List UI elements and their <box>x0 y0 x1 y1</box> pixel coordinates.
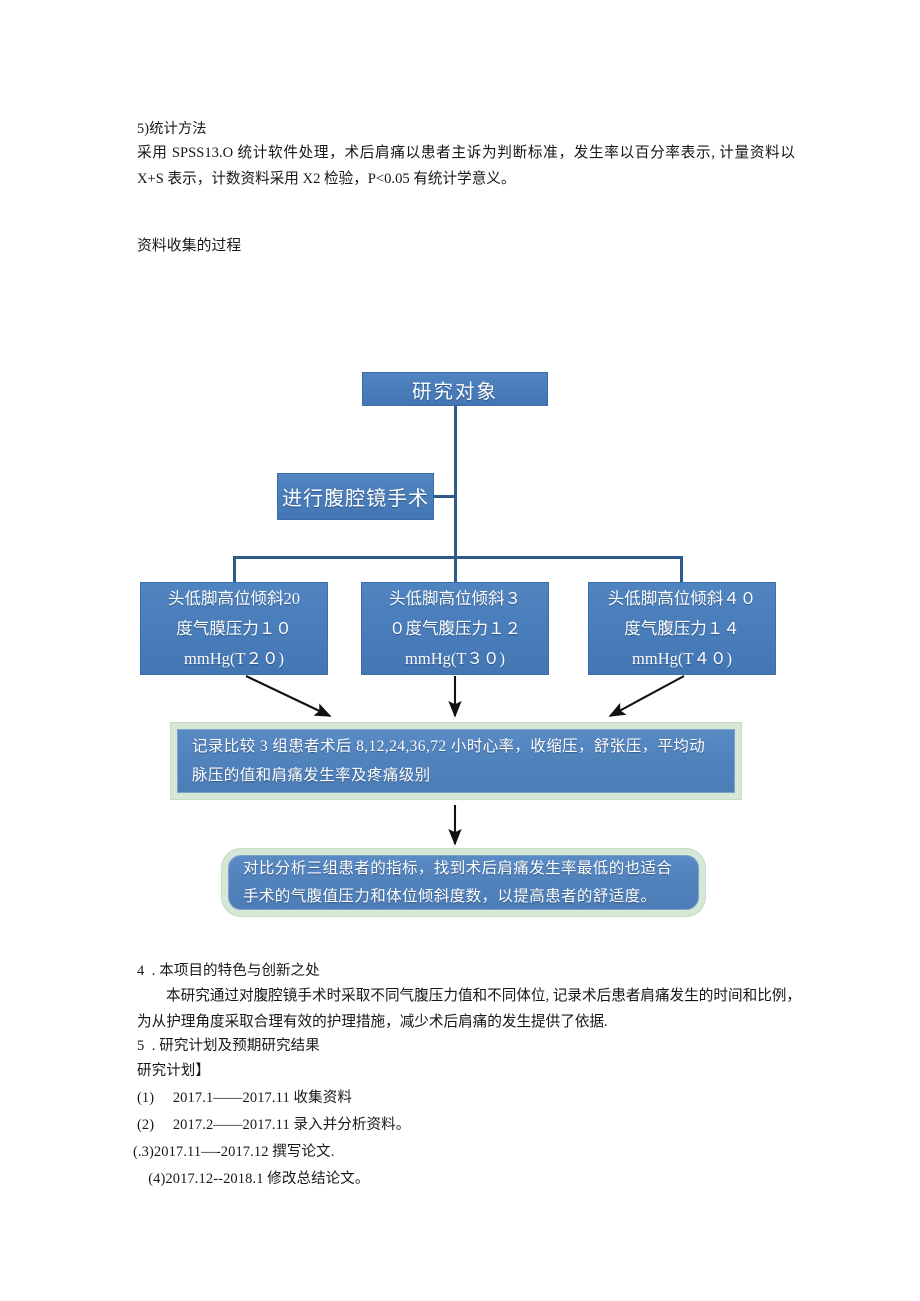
plan-item-4: (4)2017.12--2018.1 修改总结论文。 <box>137 1171 370 1187</box>
section4-heading: 4 . 本项目的特色与创新之处 <box>137 963 320 979</box>
flow-node-group-t20-line3: mmHg(T２０) <box>184 648 284 668</box>
plan-item-3: (.3)2017.11—-2017.12 撰写论文. <box>133 1144 335 1160</box>
flow-node-group-t20-text: 头低脚高位倾斜20 度气膜压力１０ mmHg(T２０) <box>168 584 300 674</box>
flow-node-conclusion[interactable]: 对比分析三组患者的指标，找到术后肩痛发生率最低的也适合手术的气腹值压力和体位倾斜… <box>228 855 699 910</box>
connector-drop-t40 <box>680 556 683 583</box>
flow-node-group-t20-line1: 头低脚高位倾斜20 <box>168 588 300 608</box>
flow-node-surgery[interactable]: 进行腹腔镜手术 <box>277 473 434 520</box>
flow-node-record[interactable]: 记录比较 3 组患者术后 8,12,24,36,72 小时心率，收缩压，舒张压，… <box>177 729 735 793</box>
connector-drop-t30 <box>454 556 457 583</box>
flow-node-group-t30-line3: mmHg(T３０) <box>405 648 505 668</box>
connector-branch-bar <box>234 556 682 559</box>
plan-item-1: (1) 2017.1——2017.11 收集资料 <box>137 1090 352 1106</box>
flow-node-group-t30-text: 头低脚高位倾斜３ ０度气腹压力１２ mmHg(T３０) <box>389 584 521 674</box>
flow-node-group-t30-line1: 头低脚高位倾斜３ <box>389 588 521 608</box>
flow-node-group-t20-line2: 度气膜压力１０ <box>176 618 292 638</box>
plan-title: 研究计划】 <box>137 1063 210 1079</box>
flow-node-group-t40-line2: 度气腹压力１４ <box>624 618 740 638</box>
flow-node-group-t30[interactable]: 头低脚高位倾斜３ ０度气腹压力１２ mmHg(T３０) <box>361 582 549 675</box>
flow-node-group-t40-line1: 头低脚高位倾斜４０ <box>607 588 757 608</box>
flow-node-subject-label: 研究对象 <box>411 381 498 403</box>
section5-heading: 5 . 研究计划及预期研究结果 <box>137 1038 320 1054</box>
flow-node-group-t40-line3: mmHg(T４０) <box>632 648 732 668</box>
connector-subject-down <box>454 405 457 558</box>
connector-surgery-stub <box>434 495 456 498</box>
stat-method-body: 采用 SPSS13.O 统计软件处理，术后肩痛以患者主诉为判断标准，发生率以百分… <box>137 145 795 187</box>
flow-node-group-t40[interactable]: 头低脚高位倾斜４０ 度气腹压力１４ mmHg(T４０) <box>588 582 776 675</box>
flow-node-record-label: 记录比较 3 组患者术后 8,12,24,36,72 小时心率，收缩压，舒张压，… <box>192 738 706 784</box>
flow-node-conclusion-label: 对比分析三组患者的指标，找到术后肩痛发生率最低的也适合手术的气腹值压力和体位倾斜… <box>243 859 673 905</box>
flow-node-group-t30-line2: ０度气腹压力１２ <box>389 618 521 638</box>
section4-body: 本研究通过对腹腔镜手术时采取不同气腹压力值和不同体位, 记录术后患者肩痛发生的时… <box>137 988 801 1030</box>
flow-node-surgery-label: 进行腹腔镜手术 <box>282 488 429 510</box>
flow-node-group-t40-text: 头低脚高位倾斜４０ 度气腹压力１４ mmHg(T４０) <box>608 584 757 674</box>
flow-node-group-t20[interactable]: 头低脚高位倾斜20 度气膜压力１０ mmHg(T２０) <box>140 582 328 675</box>
connector-drop-t20 <box>233 556 236 583</box>
flow-node-subject[interactable]: 研究对象 <box>362 372 548 406</box>
stat-method-heading: 5)统计方法 <box>137 121 207 137</box>
flow-caption: 资料收集的过程 <box>137 238 242 254</box>
plan-item-2: (2) 2017.2——2017.11 录入并分析资料。 <box>137 1117 411 1133</box>
